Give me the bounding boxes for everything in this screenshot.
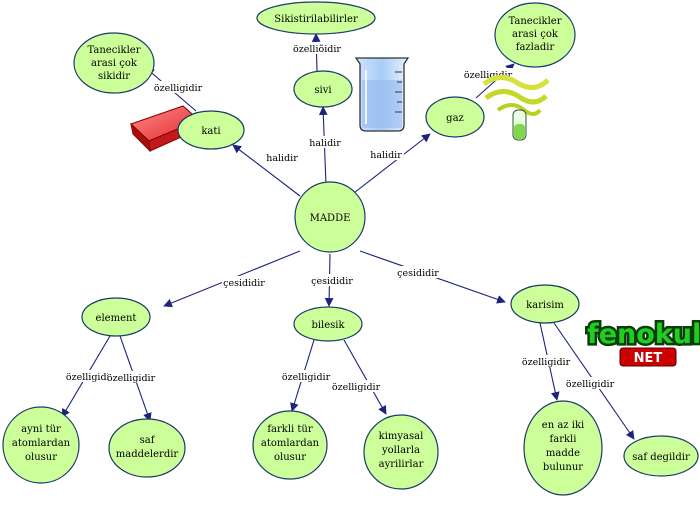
svg-text:saf: saf xyxy=(140,435,156,446)
node-bilesik-1: farkli tür atomlardan olusur xyxy=(252,410,328,480)
svg-text:element: element xyxy=(96,313,137,324)
node-element-1: ayni tür atomlardan olusur xyxy=(2,406,80,484)
node-karisim: karisim xyxy=(510,284,580,324)
node-bilesik-2: kimyasal yollarla ayrilirlar xyxy=(363,414,439,490)
svg-text:ayrilirlar: ayrilirlar xyxy=(379,459,424,470)
svg-text:fazladir: fazladir xyxy=(516,42,555,53)
link-labels: halidir halidir halidir özelligidir özel… xyxy=(66,42,615,393)
node-gaz-ozellik: Tanecikler arasi çok fazladir xyxy=(494,2,576,68)
node-sivi: sivi xyxy=(293,70,353,108)
svg-text:bulunur: bulunur xyxy=(543,462,583,473)
link-madde-kati xyxy=(232,144,301,197)
label-cesit-karisim: çesididir xyxy=(397,268,439,279)
svg-text:ayni tür: ayni tür xyxy=(21,424,61,435)
svg-text:atomlardan: atomlardan xyxy=(12,438,71,449)
svg-text:gaz: gaz xyxy=(446,113,464,124)
label-ozellik-gaz: özelligidir xyxy=(464,70,513,81)
svg-text:sikidir: sikidir xyxy=(98,71,130,82)
svg-text:Tanecikler: Tanecikler xyxy=(88,45,141,56)
node-bilesik: bilesik xyxy=(293,306,363,342)
label-halidir-kati: halidir xyxy=(266,153,298,164)
label-halidir-gaz: halidir xyxy=(370,150,402,161)
label-ozellik-element-2: özelligidir xyxy=(107,373,156,384)
svg-text:yollarla: yollarla xyxy=(381,445,420,456)
svg-text:kati: kati xyxy=(201,126,220,137)
svg-text:maddelerdir: maddelerdir xyxy=(116,449,179,460)
label-ozellik-kati: özelligidir xyxy=(154,83,203,94)
logo-net-badge xyxy=(619,347,677,367)
logo-text-outline: fenokulu xyxy=(587,319,700,350)
logo-text: fenokulu xyxy=(587,319,700,350)
label-ozellik-karisim-2: özelligidir xyxy=(566,379,615,390)
link-bilesik-2 xyxy=(343,339,387,415)
svg-text:Tanecikler: Tanecikler xyxy=(509,16,562,27)
svg-text:madde: madde xyxy=(546,448,580,459)
node-gaz: gaz xyxy=(425,96,485,138)
node-kati: kati xyxy=(177,110,245,150)
gas-tube-illustration xyxy=(482,75,550,141)
svg-text:Sikistirilabilirler: Sikistirilabilirler xyxy=(274,14,358,25)
svg-text:farkli: farkli xyxy=(550,434,577,445)
svg-text:kimyasal: kimyasal xyxy=(379,431,424,442)
svg-text:farkli tür: farkli tür xyxy=(267,424,313,435)
svg-text:arasi çok: arasi çok xyxy=(91,58,138,69)
svg-text:olusur: olusur xyxy=(25,452,57,463)
svg-text:olusur: olusur xyxy=(274,452,306,463)
node-sivi-ozellik: Sikistirilabilirler xyxy=(256,1,376,35)
svg-text:saf degildir: saf degildir xyxy=(632,452,690,463)
svg-text:MADDE: MADDE xyxy=(310,213,351,224)
svg-text:sivi: sivi xyxy=(314,85,331,96)
svg-text:atomlardan: atomlardan xyxy=(261,438,320,449)
node-kati-ozellik: Tanecikler arasi çok sikidir xyxy=(73,32,155,94)
fenokulu-logo: fenokulu fenokulu NET xyxy=(585,317,700,367)
label-ozellik-karisim-1: özelligidir xyxy=(522,357,571,368)
label-ozellik-element-1: özelligidir xyxy=(66,372,115,383)
label-cesit-element: çesididir xyxy=(223,278,265,289)
node-element-2: saf maddelerdir xyxy=(108,418,186,478)
label-cesit-bilesik: çesididir xyxy=(311,276,353,287)
svg-text:karisim: karisim xyxy=(526,300,564,311)
svg-text:en az iki: en az iki xyxy=(542,420,584,431)
node-karisim-1: en az iki farkli madde bulunur xyxy=(523,400,603,496)
node-madde: MADDE xyxy=(294,181,366,253)
svg-text:arasi çok: arasi çok xyxy=(512,29,559,40)
beaker-illustration xyxy=(354,57,410,132)
link-madde-gaz xyxy=(349,133,431,197)
node-karisim-2: saf degildir xyxy=(623,435,699,477)
label-ozellik-bilesik-2: özelligidir xyxy=(332,382,381,393)
logo-net-text: NET xyxy=(634,351,663,366)
svg-text:bilesik: bilesik xyxy=(311,320,345,331)
label-ozellik-bilesik-1: özelligidir xyxy=(282,372,331,383)
node-element: element xyxy=(81,297,151,337)
label-halidir-sivi: halidir xyxy=(309,138,341,149)
label-ozellik-sivi: özelliõidir xyxy=(293,44,341,55)
